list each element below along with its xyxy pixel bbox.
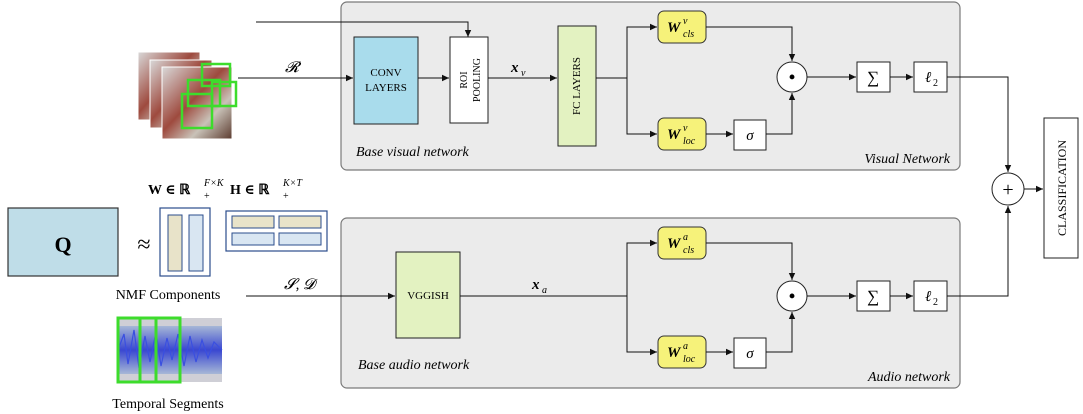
- h-matrix-row-2b: [278, 232, 322, 246]
- h-matrix-formula-sup: K×T: [282, 178, 303, 189]
- w-cls-audio-sub: cls: [683, 245, 694, 256]
- classification-label: CLASSIFICATION: [1055, 140, 1069, 236]
- w-cls-audio-sup: a: [683, 232, 688, 243]
- sum-visual-box: [856, 61, 891, 93]
- audio-to-fusion-arrow: [947, 206, 1012, 297]
- base-audio-network-label: Base audio network: [358, 358, 470, 373]
- xv-feature-symbol: x: [510, 60, 519, 76]
- roi-pooling-label-line1: ROI: [459, 71, 470, 88]
- approx-symbol: ≈: [137, 232, 150, 258]
- base-visual-network-label: Base visual network: [356, 145, 470, 160]
- audio-waveform-image: [116, 316, 223, 384]
- w-cls-visual-label: W: [667, 20, 682, 36]
- w-loc-audio-box: [657, 335, 707, 369]
- fc-layers-block: [557, 25, 597, 147]
- sigma-visual-label: σ: [746, 128, 754, 144]
- region-input-symbol: 𝓡: [285, 60, 302, 76]
- sigma-audio-box: [733, 337, 767, 369]
- q-matrix-label: Q: [54, 232, 71, 257]
- w-cls-visual-sup: v: [683, 16, 688, 27]
- w-loc-visual-sub: loc: [683, 136, 696, 147]
- audio-network-panel: [340, 217, 961, 389]
- h-matrix-formula-sub: +: [283, 191, 289, 202]
- wcls-audio-to-product-arrow: [706, 242, 796, 280]
- norm-visual-symbol: ℓ: [925, 70, 931, 86]
- w-cls-visual-box: [657, 10, 707, 44]
- wcls-to-product-arrow: [706, 26, 796, 61]
- sigma-visual-box: [733, 119, 767, 151]
- audio-network-label: Audio network: [867, 370, 951, 385]
- fc-to-wcls-arrow: [596, 23, 657, 79]
- sigma-audio-label: σ: [746, 346, 754, 362]
- w-matrix-formula-sub: +: [204, 191, 210, 202]
- q-matrix-box: [7, 207, 119, 277]
- product-visual-symbol: •: [789, 67, 795, 87]
- temporal-segments-caption: Temporal Segments: [112, 397, 223, 412]
- roi-pooling-block: [449, 36, 489, 124]
- w-loc-visual-label: W: [667, 127, 682, 143]
- conv-layers-label-line1: CONV: [370, 67, 401, 79]
- roi-pooling-label-line2: POOLING: [472, 58, 483, 102]
- norm-visual-box: [913, 61, 948, 93]
- sum-audio-box: [856, 280, 891, 312]
- w-matrix-col-2: [188, 214, 204, 272]
- nmf-components-caption: NMF Components: [116, 288, 221, 303]
- vggish-block: [395, 251, 461, 339]
- classification-block: [1043, 117, 1079, 259]
- w-loc-visual-sup: v: [683, 123, 688, 134]
- visual-to-fusion-arrow: [947, 76, 1012, 172]
- split-to-wloc-audio-arrow: [626, 296, 657, 356]
- w-loc-visual-box: [657, 117, 707, 151]
- fc-layers-label: FC LAYERS: [571, 57, 583, 115]
- product-audio-symbol: •: [789, 286, 795, 306]
- w-loc-audio-sup: a: [683, 341, 688, 352]
- xv-feature-sub: v: [521, 68, 526, 79]
- w-loc-audio-label: W: [667, 345, 682, 361]
- video-frames-image: [137, 51, 238, 140]
- conv-layers-block: [353, 36, 419, 125]
- norm-audio-symbol: ℓ: [925, 289, 931, 305]
- h-matrix-row-1b: [278, 215, 322, 229]
- xa-feature-sub: a: [542, 285, 547, 296]
- split-to-wcls-audio-arrow: [626, 239, 657, 296]
- w-matrix-col-1: [167, 214, 183, 272]
- sigma-to-product-arrow: [766, 93, 796, 135]
- w-cls-audio-label: W: [667, 236, 682, 252]
- h-matrix-row-1a: [231, 215, 275, 229]
- vggish-label: VGGISH: [407, 290, 449, 302]
- h-matrix-formula: H ∈ ℝ: [230, 183, 270, 198]
- sum-visual-symbol: ∑: [867, 68, 879, 87]
- visual-network-label: Visual Network: [864, 152, 950, 167]
- w-matrix-formula-sup: F×K: [203, 178, 225, 189]
- sum-audio-symbol: ∑: [867, 287, 879, 306]
- w-cls-audio-box: [657, 226, 707, 260]
- norm-visual-sub: 2: [933, 78, 938, 89]
- sigma-audio-to-product-arrow: [766, 312, 796, 353]
- conv-layers-label-line2: LAYERS: [365, 82, 407, 94]
- w-loc-audio-sub: loc: [683, 354, 696, 365]
- visual-network-panel: [340, 1, 961, 171]
- xa-feature-symbol: x: [531, 277, 540, 293]
- norm-audio-sub: 2: [933, 297, 938, 308]
- segment-input-symbol: 𝓢, 𝓓: [284, 277, 318, 293]
- fc-to-wloc-arrow: [626, 78, 657, 138]
- fusion-plus-symbol: +: [1002, 179, 1013, 201]
- proposal-arrow: [256, 21, 472, 37]
- w-cls-visual-sub: cls: [683, 29, 694, 40]
- w-matrix-formula: W ∈ ℝ: [148, 183, 191, 198]
- norm-audio-box: [913, 280, 948, 312]
- h-matrix-row-2a: [231, 232, 275, 246]
